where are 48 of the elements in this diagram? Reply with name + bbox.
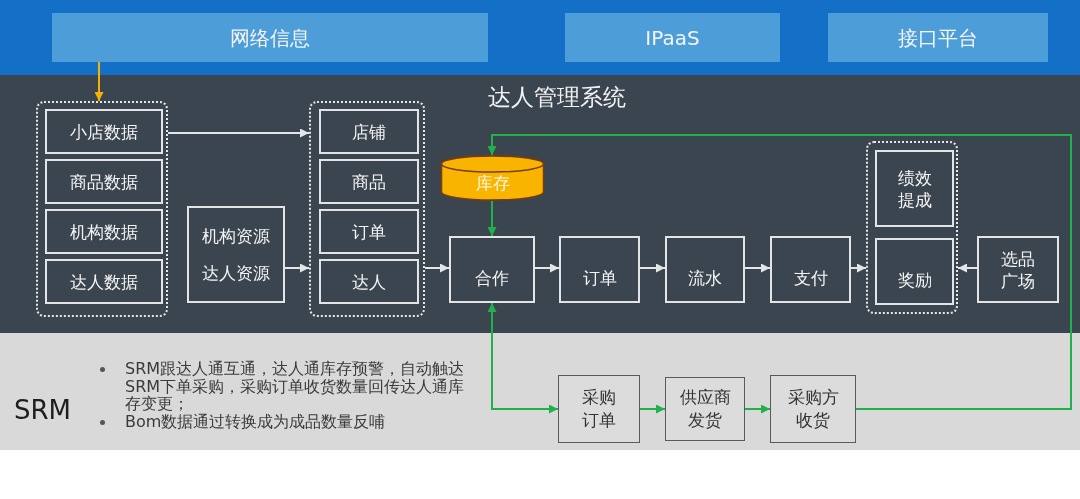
dotted-group <box>866 141 958 314</box>
process-box: 流水 <box>665 236 745 303</box>
process-box: 机构数据 <box>45 209 163 254</box>
panel-title: SRM <box>14 395 71 425</box>
arrow <box>424 263 450 273</box>
arrow <box>94 61 104 102</box>
arrow <box>284 263 310 273</box>
box-label: 达人资源 <box>202 261 270 284</box>
arrow <box>487 134 1072 410</box>
process-box: 商品 <box>319 159 419 204</box>
double-headed-arrow <box>487 302 559 414</box>
bullet-text: SRM跟达人通互通，达人通库存预警，自动触达SRM下单采购，采购订单收货数量回传达人通库存变更； <box>125 360 466 413</box>
arrow <box>850 263 867 273</box>
box-label: 机构资源 <box>202 225 270 248</box>
arrow <box>744 263 771 273</box>
dotted-group <box>36 101 168 317</box>
process-box: 采购方收货 <box>770 375 856 443</box>
arrow <box>167 128 310 138</box>
process-box: 采购订单 <box>558 375 640 443</box>
process-box: 达人数据 <box>45 259 163 304</box>
process-box: 选品广场 <box>977 236 1059 303</box>
process-box <box>187 206 285 303</box>
process-box: 绩效提成 <box>875 150 954 227</box>
arrow <box>639 404 666 414</box>
process-box: 合作 <box>449 236 535 303</box>
arrow <box>487 200 497 237</box>
process-box: 订单 <box>559 236 640 303</box>
srm-panel <box>0 333 1080 450</box>
arrow <box>957 263 978 273</box>
process-box: 小店数据 <box>45 109 163 154</box>
section-box: 网络信息 <box>52 13 488 62</box>
section-box: IPaaS <box>565 13 780 62</box>
process-box: 奖励 <box>875 238 954 305</box>
arrow <box>534 263 560 273</box>
system-panel <box>0 75 1080 333</box>
panel-title: 达人管理系统 <box>488 83 626 111</box>
dotted-group <box>309 101 425 317</box>
arrow <box>744 404 771 414</box>
process-box: 支付 <box>770 236 851 303</box>
bullet-text: Bom数据通过转换成为成品数量反哺 <box>125 412 387 430</box>
arrow <box>639 263 666 273</box>
process-box: 供应商发货 <box>665 377 745 441</box>
section-box: 接口平台 <box>828 13 1048 62</box>
database-cylinder: 库存 <box>440 155 545 201</box>
process-box: 商品数据 <box>45 159 163 204</box>
process-box: 达人 <box>319 259 419 304</box>
process-box: 订单 <box>319 209 419 254</box>
process-box: 店铺 <box>319 109 419 154</box>
